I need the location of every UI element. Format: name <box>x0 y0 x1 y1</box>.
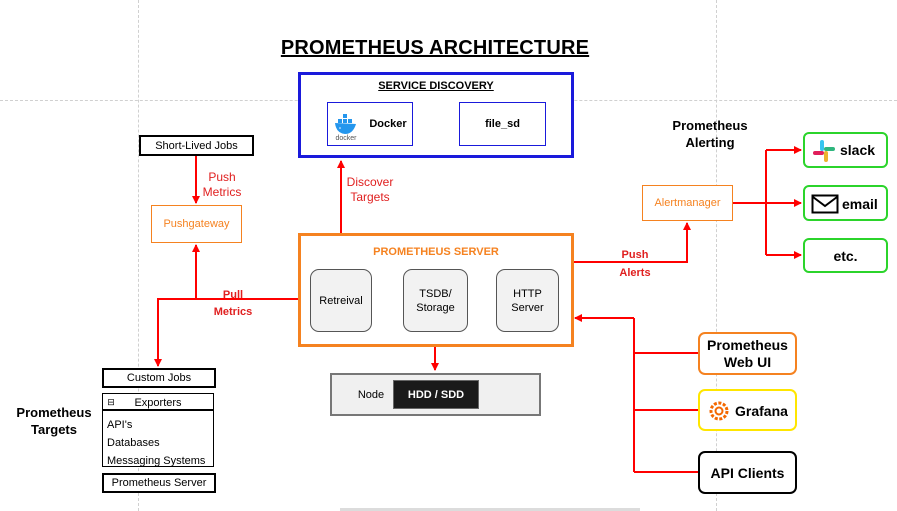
list-item: Messaging Systems <box>107 455 206 467</box>
alertmanager-box: Alertmanager <box>642 185 733 221</box>
envelope-icon <box>811 194 839 214</box>
push-alerts-label: Push Alerts <box>612 246 658 282</box>
list-item: API's <box>107 419 133 431</box>
discover-targets-label: Discover Targets <box>341 175 399 205</box>
targets-heading-line1: Prometheus <box>16 405 92 420</box>
pushgateway-box: Pushgateway <box>151 205 242 243</box>
grid-line <box>716 0 717 511</box>
pull-metrics-line1: Pull <box>222 289 244 301</box>
push-alerts-line2: Alerts <box>619 267 651 279</box>
email-label: email <box>842 196 878 212</box>
prometheus-alerting-heading: Prometheus Alerting <box>662 117 758 151</box>
storage-node-box: Node HDD / SDD <box>330 373 541 416</box>
grafana-label: Grafana <box>735 403 788 419</box>
docker-icon <box>332 109 358 139</box>
tsdb-line2: Storage <box>416 301 455 314</box>
exporter-list: API's Databases Messaging Systems <box>107 416 215 470</box>
prometheus-server-label: PROMETHEUS SERVER <box>373 246 499 258</box>
alerting-heading-line2: Alerting <box>685 135 735 150</box>
pull-metrics-label: Pull Metrics <box>210 287 256 321</box>
push-metrics-line1: Push <box>208 170 236 184</box>
targets-heading-line2: Targets <box>31 422 77 437</box>
web-ui-line1: Prometheus <box>707 336 788 353</box>
retrieval-to-custom-jobs-arrow <box>154 298 196 367</box>
grafana-box: Grafana <box>698 389 797 431</box>
page-title: PROMETHEUS ARCHITECTURE <box>280 36 590 59</box>
grafana-icon <box>709 401 729 421</box>
http-server-box: HTTP Server <box>496 269 559 332</box>
prometheus-targets-heading: Prometheus Targets <box>8 404 100 438</box>
alerting-heading-line1: Prometheus <box>672 118 748 133</box>
etc-box: etc. <box>803 238 888 273</box>
prometheus-server-target-box: Prometheus Server <box>102 473 216 493</box>
service-discovery-label: SERVICE DISCOVERY <box>378 80 494 92</box>
push-alerts-line1: Push <box>621 249 649 261</box>
http-line2: Server <box>511 301 544 314</box>
discover-targets-line1: Discover <box>346 175 394 189</box>
slack-icon <box>811 138 837 164</box>
list-item: Databases <box>107 437 160 449</box>
exporters-box: ⊟ Exporters API's Databases Messaging Sy… <box>102 393 214 467</box>
grid-line <box>138 0 139 511</box>
web-ui-line2: Web UI <box>723 353 772 370</box>
push-metrics-line2: Metrics <box>202 185 242 199</box>
docker-logo-text: docker <box>335 135 357 142</box>
slack-box: slack <box>803 132 888 168</box>
docker-label: Docker <box>369 118 407 130</box>
tsdb-line1: TSDB/ <box>419 287 452 300</box>
server-to-alertmanager-arrow <box>573 222 691 263</box>
service-discovery-box: SERVICE DISCOVERY docker Docker file_sd <box>298 72 574 158</box>
collapse-icon[interactable]: ⊟ <box>107 396 115 407</box>
node-label: Node <box>357 388 385 401</box>
retrieval-box: Retreival <box>310 269 372 332</box>
push-metrics-label: Push Metrics <box>200 170 244 200</box>
hdd-ssd-box: HDD / SDD <box>393 380 479 409</box>
exporters-header: ⊟ Exporters <box>103 394 213 411</box>
slack-label: slack <box>840 142 876 158</box>
api-clients-box: API Clients <box>698 451 797 494</box>
file-sd-box: file_sd <box>459 102 546 146</box>
discover-targets-line2: Targets <box>350 190 390 204</box>
docker-box: docker Docker <box>327 102 413 146</box>
short-lived-jobs-box: Short-Lived Jobs <box>139 135 254 156</box>
tsdb-storage-box: TSDB/ Storage <box>403 269 468 332</box>
custom-jobs-box: Custom Jobs <box>102 368 216 388</box>
pull-metrics-line2: Metrics <box>213 306 253 318</box>
prometheus-web-ui-box: Prometheus Web UI <box>698 332 797 375</box>
horizontal-scrollbar[interactable] <box>340 508 640 511</box>
http-line1: HTTP <box>513 287 542 300</box>
email-box: email <box>803 185 888 221</box>
exporters-label: Exporters <box>134 396 182 409</box>
